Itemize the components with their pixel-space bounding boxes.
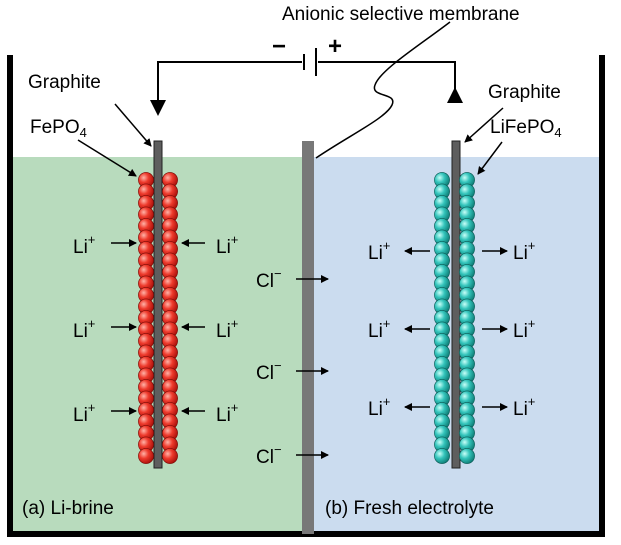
particle [459, 448, 475, 464]
cl-ion-label: Cl− [256, 266, 282, 292]
right-li-ion-row-2: Li+ Li+ [368, 316, 535, 342]
circuit-wire [157, 61, 456, 112]
lifepo4-pointer [477, 141, 503, 175]
negative-terminal-sign: − [272, 33, 286, 60]
li-ion-label: Li+ [513, 238, 535, 264]
li-ion-label: Li+ [513, 394, 535, 420]
right-li-ion-row-3: Li+ Li+ [368, 394, 535, 420]
lifepo4-label: LiFePO4 [490, 117, 562, 140]
fepo4-pointer [77, 139, 137, 177]
cl-ion-label: Cl− [256, 442, 282, 468]
li-ion-label: Li+ [368, 316, 390, 342]
right-graphite-pointer [464, 107, 504, 143]
particle [138, 448, 154, 464]
positive-terminal-sign: + [328, 33, 342, 60]
lifepo4-particles [434, 172, 475, 464]
right-graphite-electrode [451, 140, 461, 469]
particle [434, 448, 450, 464]
left-li-ion-row-3: Li+ Li+ [73, 400, 238, 426]
membrane-leader-line [315, 21, 451, 159]
right-graphite-label: Graphite [488, 82, 561, 103]
left-graphite-pointer [114, 103, 152, 147]
membrane-label: Anionic selective membrane [282, 4, 520, 25]
left-graphite-electrode [153, 140, 163, 469]
cl-ion-row-2: Cl− [256, 358, 329, 384]
cl-ion-row-3: Cl− [256, 442, 329, 468]
right-li-ion-row-1: Li+ Li+ [368, 238, 535, 264]
li-ion-label: Li+ [73, 400, 95, 426]
li-ion-label: Li+ [368, 238, 390, 264]
left-graphite-label: Graphite [28, 72, 101, 93]
li-ion-label: Li+ [368, 394, 390, 420]
particle [162, 448, 178, 464]
cl-ion-label: Cl− [256, 358, 282, 384]
li-ion-label: Li+ [513, 316, 535, 342]
li-ion-label: Li+ [216, 400, 238, 426]
li-ion-label: Li+ [216, 316, 238, 342]
li-ion-label: Li+ [73, 232, 95, 258]
left-current-arrow [150, 100, 166, 116]
li-ion-label: Li+ [216, 232, 238, 258]
left-li-ion-row-2: Li+ Li+ [73, 316, 238, 342]
fepo4-particles [138, 172, 178, 464]
fepo4-label: FePO4 [30, 117, 87, 140]
li-ion-label: Li+ [73, 316, 95, 342]
right-current-arrow [447, 87, 463, 103]
left-li-ion-row-1: Li+ Li+ [73, 232, 238, 258]
fresh-electrolyte-label: (b) Fresh electrolyte [325, 498, 494, 519]
anionic-membrane [302, 141, 314, 534]
cl-ion-row-1: Cl− [256, 266, 329, 292]
li-brine-label: (a) Li-brine [22, 498, 114, 519]
